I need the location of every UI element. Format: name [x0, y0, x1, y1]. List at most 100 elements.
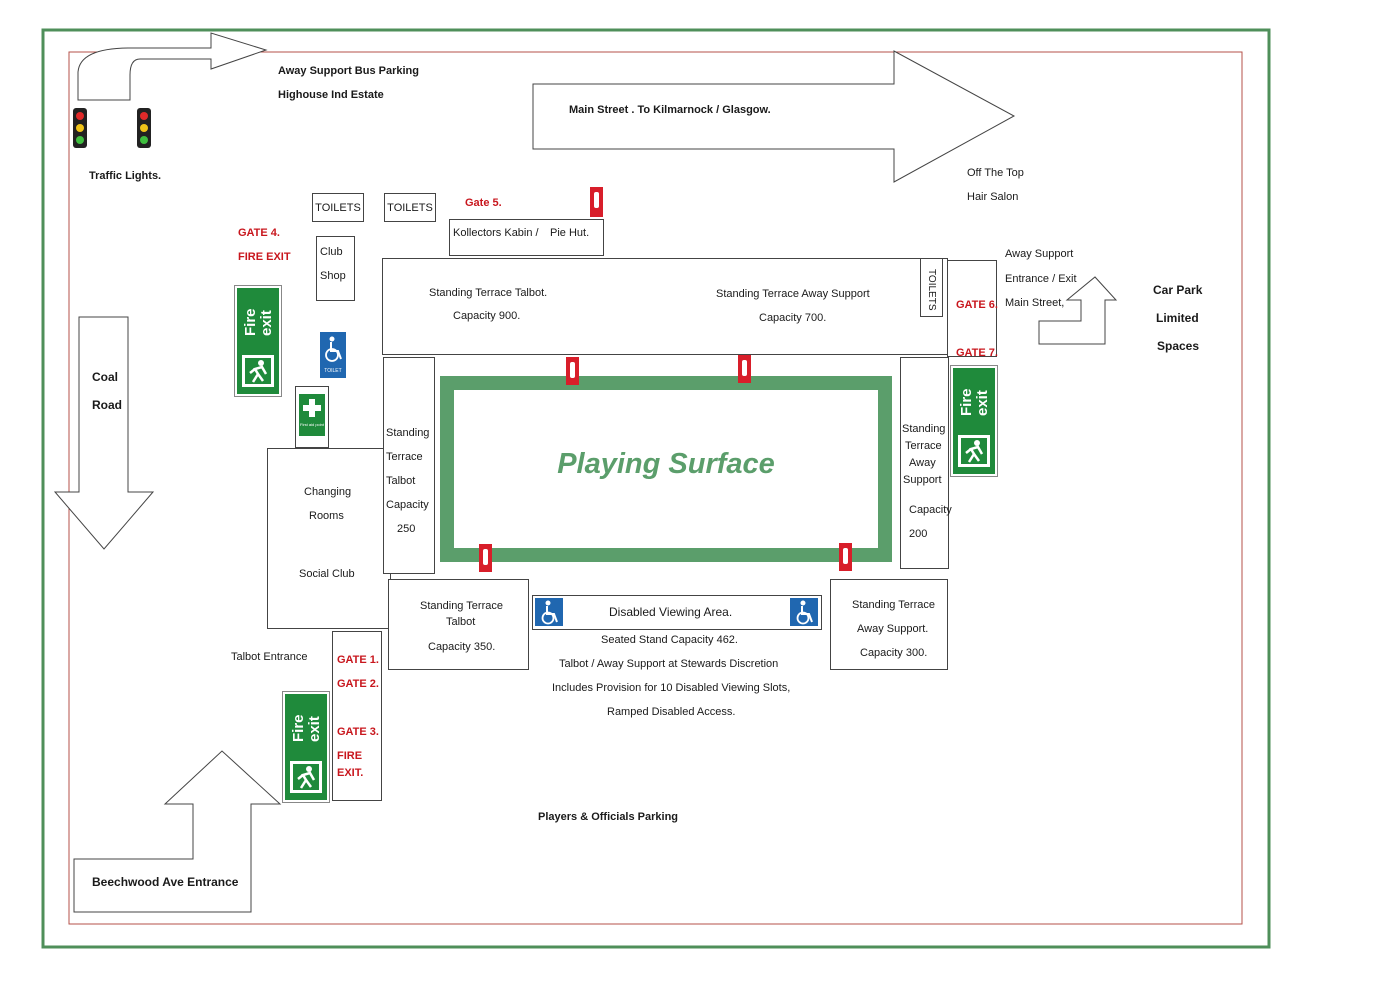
toilets-label: TOILETS — [315, 201, 361, 214]
fire-extinguisher-icon — [479, 544, 492, 572]
wheelchair-icon — [535, 598, 563, 626]
playing-surface — [440, 376, 892, 562]
traffic-light-icon — [137, 108, 151, 148]
north-toilets-box: TOILETS — [920, 258, 943, 317]
kabin-label: Kollectors Kabin / — [453, 227, 539, 239]
inner-border — [68, 51, 1243, 925]
social-club-label: Social Club — [299, 568, 355, 580]
southeast-terrace: Standing Terrace Away Support. Capacity … — [830, 579, 948, 670]
away-entrance-line2: Entrance / Exit — [1005, 273, 1077, 285]
north-terrace: Standing Terrace Talbot. Capacity 900. S… — [382, 258, 948, 355]
north-away-capacity: Capacity 700. — [759, 312, 827, 324]
west-terrace-line: Talbot — [386, 475, 416, 487]
toilet-sign-label: TOILET — [324, 368, 342, 374]
car-park-line1: Car Park — [1153, 283, 1203, 297]
coal-road-arrow — [53, 316, 155, 550]
beechwood-arrow — [73, 750, 282, 913]
away-entrance-line3: Main Street, — [1005, 297, 1065, 309]
first-aid-sign: First aid point — [299, 394, 325, 436]
fire-exit-word: Fire — [290, 714, 307, 742]
gates-1-3-box: GATE 1. GATE 2. GATE 3. FIRE EXIT. — [332, 631, 382, 801]
toilets-box: TOILETS — [312, 193, 364, 222]
north-talbot-name: Standing Terrace Talbot. — [429, 287, 548, 299]
disabled-area-label: Disabled Viewing Area. — [609, 605, 733, 619]
players-parking-label: Players & Officials Parking — [538, 811, 679, 823]
gate-6-label: GATE 6. — [956, 299, 998, 311]
west-terrace-line: Capacity — [386, 499, 429, 511]
outer-border — [41, 28, 1271, 949]
southeast-terrace-capacity: Capacity 300. — [860, 647, 928, 659]
toilets-label: TOILETS — [387, 201, 433, 214]
pie-hut-label: Pie Hut. — [550, 227, 590, 239]
east-terrace-line: Support — [903, 474, 942, 486]
gate-2-label: GATE 2. — [337, 678, 379, 690]
coal-road-line1: Coal — [92, 370, 119, 384]
away-entrance-line1: Away Support — [1005, 248, 1074, 260]
north-toilets-label: TOILETS — [926, 269, 937, 311]
club-shop-line1: Club — [320, 246, 343, 258]
southwest-terrace-name: Standing Terrace — [420, 600, 503, 612]
fire-exit-word: Fire — [242, 308, 259, 336]
fire-exit-word: exit — [258, 310, 275, 336]
gate-7-label: GATE 7. — [956, 347, 998, 359]
fire-exit-label: FIRE — [337, 750, 363, 762]
running-man-icon — [242, 355, 274, 387]
traffic-lights-label: Traffic Lights. — [89, 170, 162, 182]
fire-exit-sign: Fire exit — [950, 365, 998, 477]
changing-rooms-line2: Rooms — [309, 510, 344, 522]
wheelchair-icon — [790, 598, 818, 626]
first-aid-marker — [295, 386, 329, 448]
east-terrace-line: Away — [909, 457, 936, 469]
car-park-line2: Limited — [1156, 311, 1199, 325]
accessible-toilet-sign: TOILET — [320, 332, 346, 378]
highouse-label: Highouse Ind Estate — [278, 89, 384, 101]
fire-extinguisher-icon — [738, 355, 751, 383]
bus-parking-label: Away Support Bus Parking — [278, 65, 419, 77]
seated-stand-line1: Seated Stand Capacity 462. — [601, 634, 738, 646]
salon-label-line1: Off The Top — [967, 167, 1024, 179]
bus-parking-arrow — [77, 32, 268, 101]
southeast-terrace-name: Standing Terrace — [852, 599, 935, 611]
fire-exit-label: EXIT. — [337, 767, 364, 779]
seated-stand-line3: Includes Provision for 10 Disabled Viewi… — [552, 682, 791, 694]
main-street-arrow — [532, 50, 1016, 183]
gate-5-label: Gate 5. — [465, 197, 502, 209]
gate-1-label: GATE 1. — [337, 654, 379, 666]
playing-surface-label: Playing Surface — [557, 448, 775, 480]
fire-extinguisher-icon — [566, 357, 579, 385]
fire-exit-sign: Fire exit — [234, 285, 282, 397]
gate-4-label: GATE 4. — [238, 227, 280, 239]
north-away-name: Standing Terrace Away Support — [716, 288, 870, 300]
traffic-light-icon — [73, 108, 87, 148]
southeast-terrace-name: Away Support. — [857, 623, 929, 635]
away-support-arrow — [1038, 276, 1118, 345]
first-aid-cross-icon — [303, 399, 321, 417]
main-street-label: Main Street . To Kilmarnock / Glasgow. — [569, 104, 771, 116]
club-shop-line2: Shop — [320, 270, 346, 282]
fire-exit-word: exit — [974, 390, 991, 416]
gate-6-7-box — [947, 260, 997, 357]
gate-3-label: GATE 3. — [337, 726, 379, 738]
east-capacity-value: 200 — [909, 528, 928, 540]
coal-road-line2: Road — [92, 398, 122, 412]
west-terrace-line: Standing — [386, 427, 430, 439]
beechwood-entrance-label: Beechwood Ave Entrance — [92, 875, 239, 889]
fire-extinguisher-icon — [590, 187, 603, 217]
west-terrace: Standing Terrace Talbot Capacity 250 — [383, 357, 435, 574]
east-terrace-line: Standing — [902, 423, 946, 435]
seated-stand-line4: Ramped Disabled Access. — [607, 706, 736, 718]
changing-rooms-box: Changing Rooms Social Club — [267, 448, 391, 629]
southwest-terrace-capacity: Capacity 350. — [428, 641, 496, 653]
disabled-viewing-area: Disabled Viewing Area. — [532, 595, 822, 630]
southwest-terrace: Standing Terrace Talbot Capacity 350. — [388, 579, 529, 670]
changing-rooms-line1: Changing — [304, 486, 352, 498]
west-terrace-line: 250 — [397, 523, 416, 535]
talbot-entrance-label: Talbot Entrance — [231, 651, 308, 663]
car-park-line3: Spaces — [1157, 339, 1200, 353]
running-man-icon — [958, 435, 990, 467]
east-terrace: Standing Terrace Away Support Capacity 2… — [900, 357, 952, 569]
fire-exit-label: FIRE EXIT — [238, 251, 291, 263]
wheelchair-icon — [325, 336, 342, 362]
east-terrace-line: Terrace — [905, 440, 942, 452]
